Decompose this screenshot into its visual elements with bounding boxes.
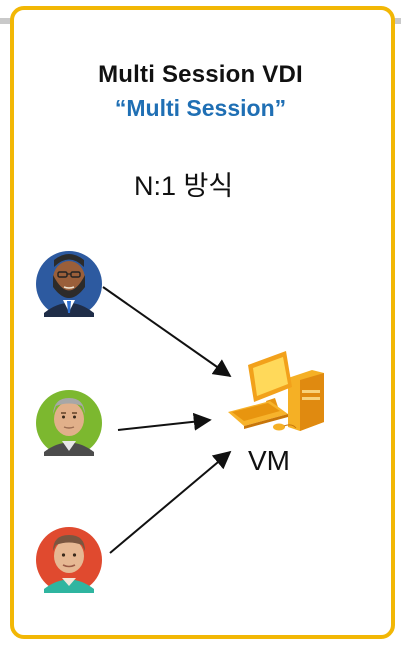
vm-label: VM xyxy=(248,445,290,476)
computer-icon xyxy=(228,351,324,431)
diagram-subtitle: “Multi Session” xyxy=(114,95,287,121)
arrow-user3-to-vm xyxy=(109,450,232,554)
older-man-avatar-icon xyxy=(36,390,102,456)
young-man-avatar-icon xyxy=(36,527,102,593)
diagram-title: Multi Session VDI xyxy=(98,61,303,88)
arrow-user1-to-vm xyxy=(102,286,232,378)
arrow-user2-to-vm xyxy=(117,412,212,431)
method-label: N:1 방식 xyxy=(134,171,234,201)
bearded-man-avatar-icon xyxy=(36,251,102,317)
